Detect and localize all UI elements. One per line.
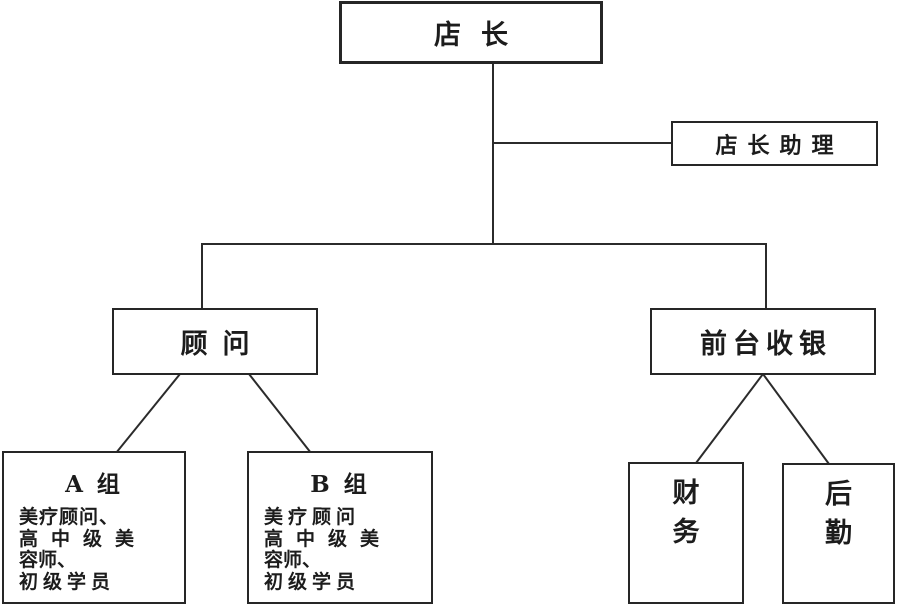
group-b-description: 美疗顾问 高中级美 容师、 初级学员 bbox=[249, 506, 431, 593]
node-label: 店长助理 bbox=[715, 132, 844, 159]
group-b-line-2: 高中级美 bbox=[264, 527, 393, 550]
node-group-a: A 组 美疗顾问、 高中级美 容师、 初级学员 bbox=[2, 451, 186, 604]
node-label: 店长 bbox=[434, 20, 528, 51]
node-group-b: B 组 美疗顾问 高中级美 容师、 初级学员 bbox=[247, 451, 433, 604]
node-front-desk-cashier: 前台收银 bbox=[650, 308, 876, 375]
node-logistics: 后 勤 bbox=[782, 463, 895, 604]
group-a-line-2: 高中级美 bbox=[19, 527, 148, 550]
group-a-line-3: 容师、 bbox=[19, 549, 77, 571]
node-label: 顾问 bbox=[180, 329, 265, 360]
connector-consultant-to-group-b bbox=[248, 373, 312, 454]
group-b-title: B 组 bbox=[310, 471, 370, 498]
group-a-description: 美疗顾问、 高中级美 容师、 初级学员 bbox=[4, 506, 184, 593]
finance-char-1: 财 bbox=[672, 478, 700, 509]
node-label: 前台收银 bbox=[700, 329, 832, 360]
group-b-line-1: 美疗顾问 bbox=[264, 506, 361, 528]
logistics-char-2: 勤 bbox=[825, 518, 852, 549]
finance-char-2: 务 bbox=[672, 517, 700, 548]
group-a-title: A 组 bbox=[65, 471, 123, 498]
connector-consultant-to-group-a bbox=[115, 373, 181, 454]
group-b-line-3: 容师、 bbox=[264, 549, 322, 571]
node-finance: 财 务 bbox=[628, 462, 744, 604]
node-consultant: 顾问 bbox=[112, 308, 318, 375]
connector-cashier-to-finance bbox=[695, 373, 764, 464]
group-b-line-4: 初级学员 bbox=[264, 570, 361, 593]
group-a-line-4: 初级学员 bbox=[19, 570, 116, 593]
logistics-char-1: 后 bbox=[825, 479, 852, 510]
node-store-manager: 店长 bbox=[339, 1, 603, 64]
connector-cashier-to-logistics bbox=[762, 373, 830, 465]
group-a-line-1: 美疗顾问、 bbox=[19, 506, 120, 528]
node-manager-assistant: 店长助理 bbox=[671, 121, 878, 166]
